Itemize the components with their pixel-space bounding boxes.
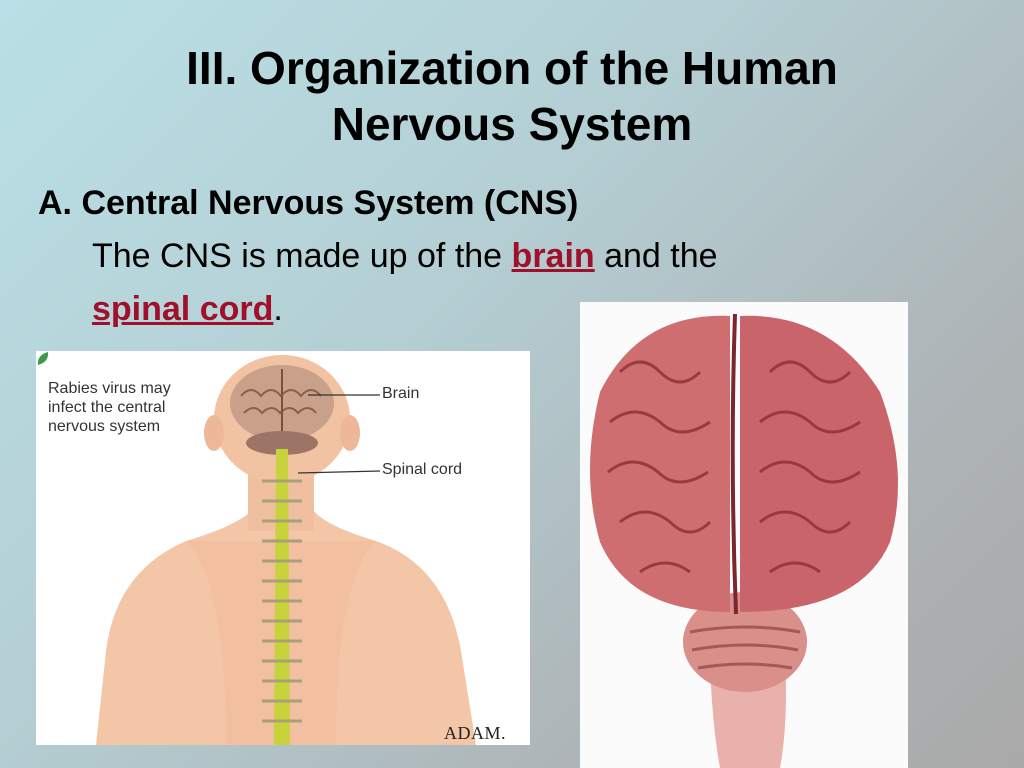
brain-photo-drawing xyxy=(590,313,898,768)
term-brain: brain xyxy=(511,237,595,275)
child-back-figure xyxy=(96,355,476,745)
credit-logo: ADAM. xyxy=(444,723,507,743)
caption-line-2: infect the central xyxy=(48,399,166,416)
caption-line-3: nervous system xyxy=(48,418,161,435)
body-text-1: The CNS is made up of the xyxy=(92,237,512,275)
slide-title: III. Organization of the Human Nervous S… xyxy=(0,40,1024,152)
body-text-2: and the xyxy=(594,237,718,275)
term-spinal-cord: spinal cord xyxy=(92,290,274,328)
body-text-3: . xyxy=(273,290,283,328)
slide-title-line-2: Nervous System xyxy=(331,98,693,150)
leaf-logo-icon xyxy=(37,352,49,365)
label-brain: Brain xyxy=(382,385,420,402)
slide-title-line-1: III. Organization of the Human xyxy=(186,42,838,94)
body-line-1: The CNS is made up of the brain and the xyxy=(92,237,718,276)
body-line-2: spinal cord. xyxy=(92,290,283,329)
caption-line-1: Rabies virus may xyxy=(48,380,171,397)
label-spinal-cord: Spinal cord xyxy=(382,461,463,478)
section-heading: A. Central Nervous System (CNS) xyxy=(38,184,579,222)
cns-illustration: Rabies virus may infect the central nerv… xyxy=(36,351,530,745)
illustration-caption: Rabies virus may infect the central nerv… xyxy=(48,379,171,436)
brain-photo xyxy=(580,302,908,768)
